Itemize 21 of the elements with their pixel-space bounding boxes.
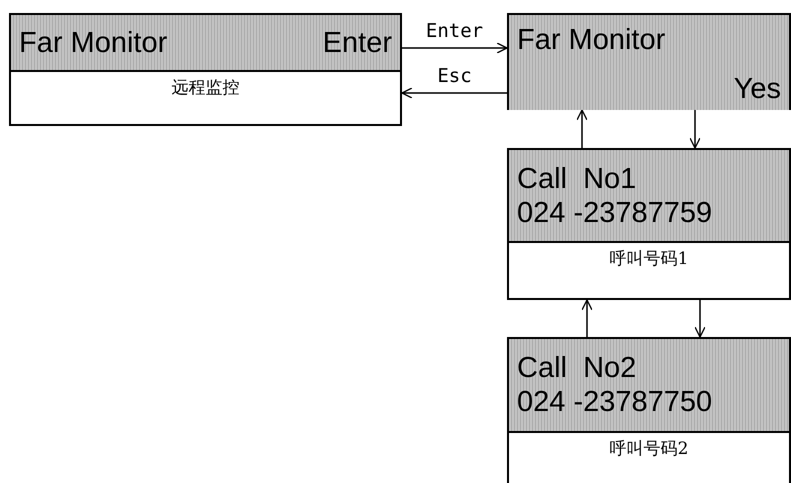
caption-text: 呼叫号码1: [610, 248, 688, 271]
screen-box: [9, 13, 402, 126]
screen-text: 024 -23787750: [517, 385, 714, 419]
screen-text: Call No1: [517, 162, 638, 196]
caption-text: 远程监控: [172, 77, 240, 100]
arrow: [581, 299, 593, 337]
arrow: [694, 300, 706, 338]
screen-text: Enter: [322, 26, 392, 60]
screen-text: Far Monitor: [19, 26, 168, 60]
screen-box: [507, 337, 791, 483]
screen-text: Yes: [734, 72, 781, 106]
caption-text: 呼叫号码2: [610, 438, 688, 461]
arrow: [576, 109, 588, 148]
screen-box: [507, 13, 791, 110]
screen-box: [507, 148, 791, 300]
screen-text: 024 -23787759: [517, 196, 714, 230]
arrow: [689, 110, 701, 149]
arrow: [401, 87, 507, 99]
screen-text: Far Monitor: [517, 23, 666, 57]
screen-text: Call No2: [517, 351, 638, 385]
arrow: [402, 42, 508, 54]
